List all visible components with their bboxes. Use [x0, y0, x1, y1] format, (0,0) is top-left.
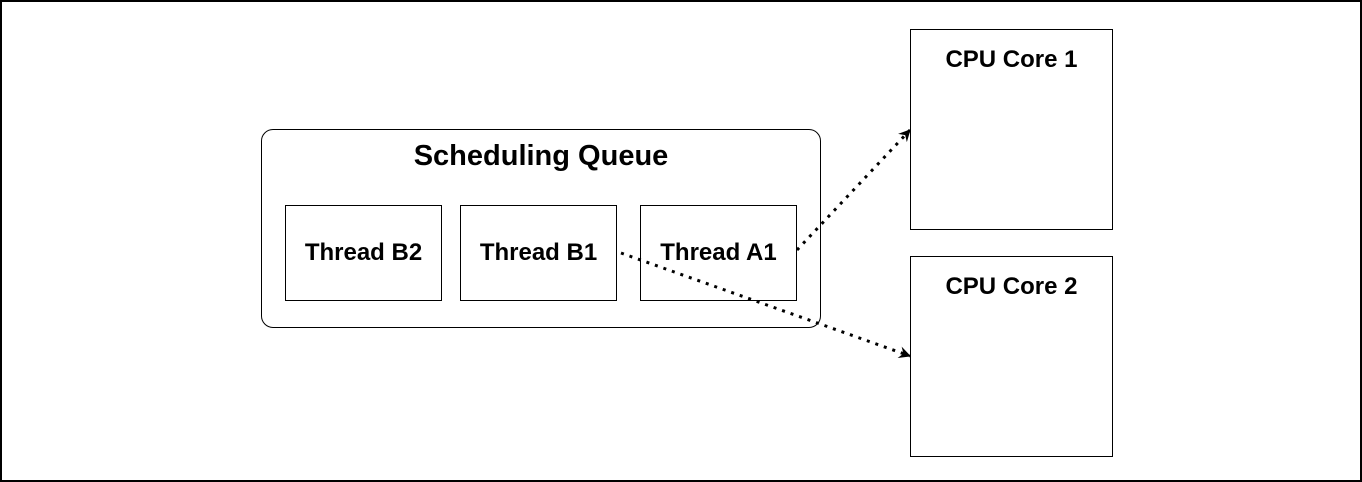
cpu-core-2-label: CPU Core 2	[945, 273, 1078, 300]
thread-b1-label: Thread B1	[479, 239, 598, 266]
cpu-core-1-label: CPU Core 1	[945, 46, 1078, 73]
thread-a1-label: Thread A1	[660, 239, 777, 266]
thread-a1-box: Thread A1	[640, 205, 797, 301]
scheduling-queue-title: Scheduling Queue	[413, 140, 669, 172]
thread-b2-label: Thread B2	[304, 239, 423, 266]
thread-b2-box: Thread B2	[285, 205, 442, 301]
cpu-core-1-box: CPU Core 1	[910, 29, 1113, 230]
thread-b1-box: Thread B1	[460, 205, 617, 301]
cpu-core-2-box: CPU Core 2	[910, 256, 1113, 457]
